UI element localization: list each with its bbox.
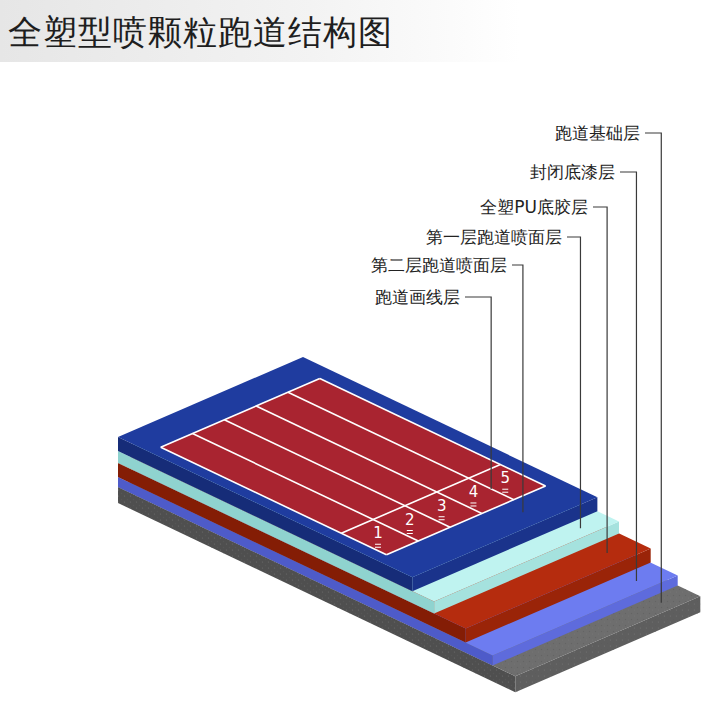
track-line [386, 486, 545, 555]
layer-name: 第一层跑道喷面层 [426, 226, 562, 248]
layer-name: 第二层跑道喷面层 [371, 254, 507, 276]
leader-lines [465, 133, 661, 603]
track-line [161, 378, 320, 447]
layer-name: 跑道画线层 [375, 286, 460, 308]
lane-mark [502, 489, 508, 490]
leader-line [593, 207, 607, 553]
layer-name: 跑道基础层 [555, 122, 640, 144]
lane-mark [439, 516, 445, 517]
lane-line [224, 420, 450, 527]
lane-line [288, 392, 514, 500]
lane-number: 1 [373, 525, 383, 541]
layer-name: 封闭底漆层 [530, 161, 615, 183]
lane-line [193, 433, 419, 541]
track-line [341, 464, 500, 533]
track-surface [161, 378, 546, 554]
lane-line [256, 406, 482, 513]
lane-mark [439, 519, 445, 520]
track-line [161, 447, 387, 555]
layer-stack [118, 357, 700, 692]
leader-line [645, 133, 661, 603]
lane-number: 4 [469, 484, 479, 500]
lane-mark [375, 544, 381, 545]
layer-name: 全塑PU底胶层 [480, 196, 588, 218]
lane-number: 5 [501, 470, 511, 486]
leader-line [620, 172, 636, 581]
diagram-title: 全塑型喷颗粒跑道结构图 [8, 10, 393, 56]
lane-mark [407, 530, 413, 531]
track-line [320, 378, 546, 486]
lane-mark [502, 492, 508, 493]
lane-number: 2 [405, 512, 415, 528]
leader-line [512, 265, 523, 512]
leader-line [465, 297, 491, 489]
lane-mark [470, 502, 476, 503]
lane-mark [375, 547, 381, 548]
lane-number: 3 [437, 498, 447, 514]
layer-top [118, 357, 597, 577]
lane-mark [470, 505, 476, 506]
lane-mark [407, 533, 413, 534]
leader-line [567, 237, 580, 528]
